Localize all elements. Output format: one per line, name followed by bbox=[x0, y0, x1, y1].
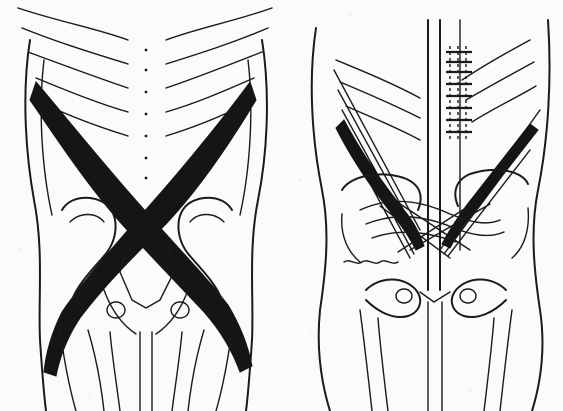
left-lower-flank-right bbox=[216, 330, 232, 411]
left-iliac-inner-right bbox=[190, 215, 224, 223]
left-pelvic-outline bbox=[104, 290, 188, 334]
right-hatched-dashes bbox=[450, 46, 466, 140]
left-lower-flank-left bbox=[60, 330, 76, 411]
left-rib-cage-left bbox=[18, 8, 128, 136]
right-rib-cage bbox=[336, 40, 536, 140]
right-wavy-margin bbox=[344, 261, 398, 263]
right-obturator-right bbox=[460, 289, 476, 303]
right-pubic-symphysis bbox=[420, 292, 450, 411]
right-torso-outline-right bbox=[532, 20, 550, 411]
right-torso-outline-left bbox=[312, 28, 330, 411]
left-obturator-left bbox=[107, 302, 125, 318]
left-femur-left bbox=[88, 330, 120, 411]
right-oblique-band-left bbox=[336, 120, 424, 250]
left-femur-right bbox=[172, 330, 204, 411]
left-obturator-right bbox=[171, 302, 189, 318]
left-spine-dots bbox=[145, 49, 148, 180]
right-femur-right bbox=[484, 310, 512, 411]
left-rib-cage-right bbox=[166, 8, 272, 136]
right-torso-panel bbox=[312, 20, 550, 411]
left-center-lines bbox=[140, 332, 152, 411]
right-obturator-left bbox=[396, 289, 412, 303]
left-torso-panel bbox=[18, 8, 272, 411]
right-femur-left bbox=[360, 310, 388, 411]
left-iliac-inner-left bbox=[70, 215, 104, 223]
